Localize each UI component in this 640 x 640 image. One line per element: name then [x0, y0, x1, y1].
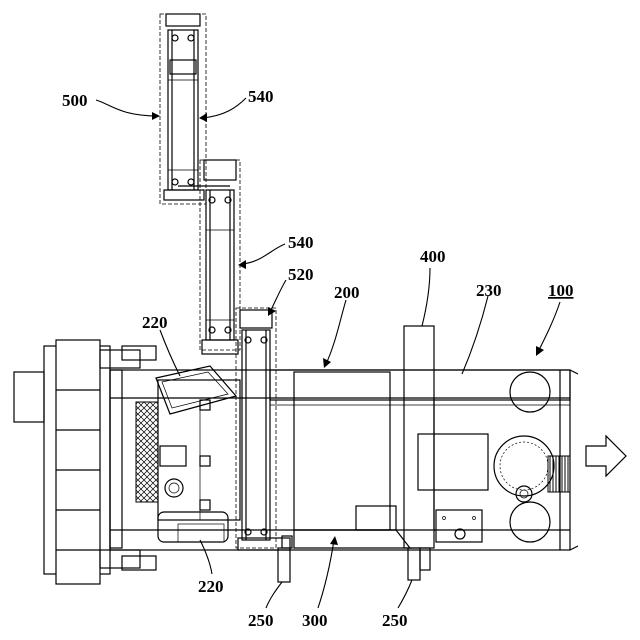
leader-lines [96, 98, 560, 608]
conveyor-segment-middle [178, 160, 240, 354]
ref-400: 400 [420, 247, 446, 266]
ref-540-upper: 540 [248, 87, 274, 106]
ref-300: 300 [302, 611, 328, 630]
conveyor-segment-lower [236, 308, 292, 550]
ref-520: 520 [288, 265, 314, 284]
ref-220-bottom: 220 [198, 577, 224, 596]
ref-220-top: 220 [142, 313, 168, 332]
conveyor-segment-upper [160, 14, 206, 204]
ref-250-left: 250 [248, 611, 274, 630]
ref-250-right: 250 [382, 611, 408, 630]
ref-230: 230 [476, 281, 502, 300]
ref-200: 200 [334, 283, 360, 302]
ref-500: 500 [62, 91, 88, 110]
ref-100: 100 [548, 281, 574, 300]
main-body [14, 326, 626, 584]
ref-540-middle: 540 [288, 233, 314, 252]
